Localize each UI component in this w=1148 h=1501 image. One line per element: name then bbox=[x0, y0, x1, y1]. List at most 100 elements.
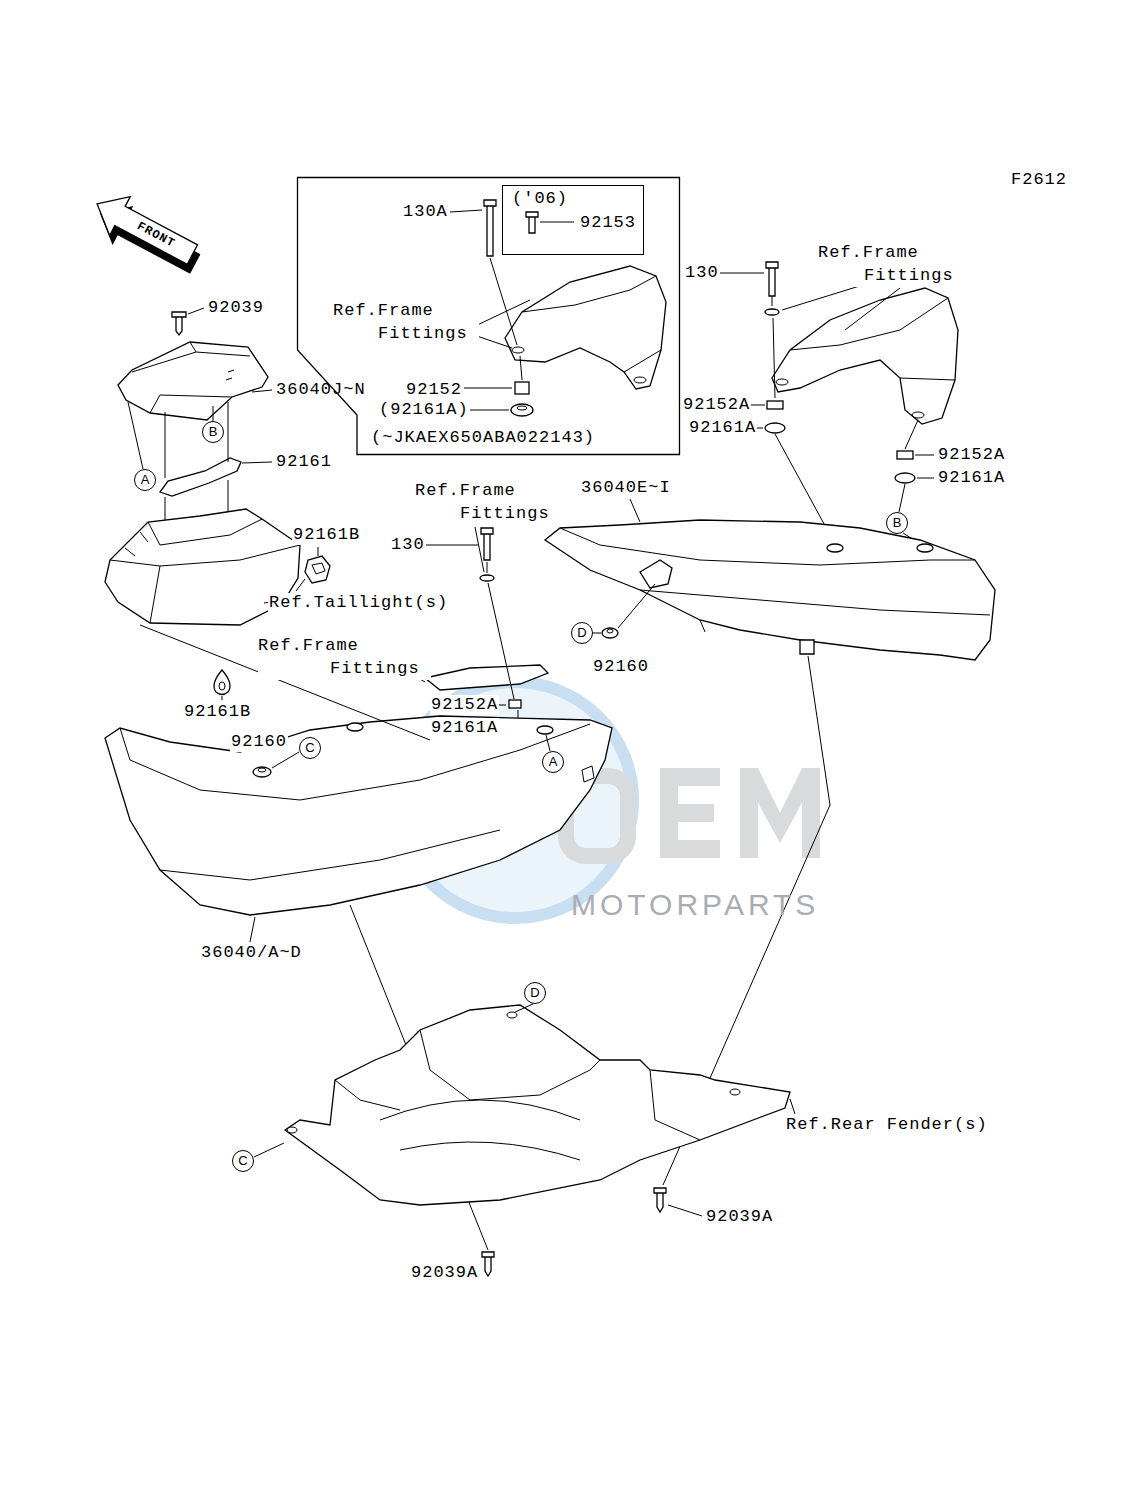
mount-hole bbox=[287, 1127, 297, 1133]
grommet bbox=[253, 767, 271, 777]
mount-bracket bbox=[640, 560, 672, 588]
rear-fender-detail bbox=[335, 1030, 700, 1160]
reference-letter: B bbox=[893, 516, 902, 530]
grommet bbox=[765, 423, 785, 433]
callout-number: 92152A bbox=[430, 695, 499, 715]
tail-cover bbox=[118, 342, 268, 420]
year-note: ('06) bbox=[511, 189, 569, 209]
grommet bbox=[214, 670, 230, 695]
bolt-hole bbox=[912, 412, 924, 418]
assembly-line bbox=[490, 258, 522, 380]
reference-circle: B bbox=[886, 512, 908, 534]
callout-number: 92161A bbox=[937, 468, 1006, 488]
frame-fitting bbox=[425, 665, 548, 690]
inset-border bbox=[298, 178, 680, 455]
collar bbox=[897, 451, 913, 459]
mount-hole bbox=[537, 726, 553, 734]
reference-note: Ref.Frame Fittings bbox=[415, 479, 561, 525]
collar bbox=[515, 382, 529, 394]
callout-number: 92153 bbox=[579, 213, 637, 233]
side-cover-mark bbox=[582, 766, 594, 782]
bracket-strip bbox=[160, 458, 241, 496]
grab-rail-detail bbox=[522, 276, 661, 372]
grommet-detail bbox=[517, 406, 527, 410]
reference-note: Ref.Frame Fittings bbox=[818, 241, 965, 287]
tail-cover-detail bbox=[132, 342, 250, 413]
grommet bbox=[305, 556, 330, 583]
callout-number: 92152A bbox=[682, 395, 751, 415]
reference-circle: A bbox=[134, 469, 156, 491]
callout-number: 92161B bbox=[183, 702, 252, 722]
rear-fender bbox=[285, 1005, 790, 1205]
assembly-line bbox=[165, 402, 228, 525]
bolt bbox=[526, 212, 538, 233]
front-arrow bbox=[83, 184, 208, 283]
reference-circle: A bbox=[542, 751, 564, 773]
bolt bbox=[484, 200, 496, 256]
callout-number: 92152 bbox=[405, 380, 463, 400]
callout-number: 36040/A~D bbox=[200, 943, 303, 963]
callout-number: 92161B bbox=[292, 525, 361, 545]
reference-letter: A bbox=[549, 755, 558, 769]
side-cover-detail bbox=[120, 724, 590, 880]
screw bbox=[172, 312, 186, 335]
grommet-detail bbox=[219, 682, 225, 690]
callout-number: 92161 bbox=[275, 452, 333, 472]
grommet-detail bbox=[258, 768, 266, 772]
side-cover bbox=[105, 716, 612, 915]
reference-letter: C bbox=[238, 1154, 247, 1168]
leader-line bbox=[400, 527, 540, 732]
screw bbox=[654, 1188, 666, 1212]
grommet-detail bbox=[312, 563, 325, 574]
grommet bbox=[895, 473, 915, 483]
inset-box: 130ARef.Frame Fittings92152(92161A)(~JKA… bbox=[297, 177, 680, 455]
serial-note: (~JKAEX650ABA022143) bbox=[370, 428, 596, 448]
grab-rail-detail bbox=[790, 298, 955, 380]
leader-line bbox=[720, 273, 934, 545]
watermark-text: MOTORPARTS bbox=[570, 887, 820, 923]
callout-number: 92161A bbox=[430, 718, 499, 738]
washer bbox=[480, 575, 494, 581]
side-cover-detail bbox=[560, 528, 990, 632]
callout-number: 92152A bbox=[937, 445, 1006, 465]
mount-hole bbox=[917, 544, 933, 552]
callout-number: 92039 bbox=[207, 298, 265, 318]
grab-rail bbox=[505, 266, 666, 389]
reference-letter: D bbox=[530, 986, 539, 1000]
callout-number: 92039A bbox=[705, 1207, 774, 1227]
callout-number: 130 bbox=[684, 263, 720, 283]
callout-number: 36040E~I bbox=[580, 478, 672, 498]
side-cover bbox=[545, 520, 995, 660]
reference-note: Ref.Rear Fender(s) bbox=[785, 1115, 989, 1135]
reference-letter: A bbox=[141, 473, 150, 487]
reference-circle: D bbox=[571, 622, 593, 644]
callout-number: 130A bbox=[402, 202, 449, 222]
reference-letter: B bbox=[209, 425, 218, 439]
bolt bbox=[766, 262, 778, 296]
grommet-detail bbox=[607, 629, 613, 633]
mount-hole bbox=[730, 1089, 740, 1095]
callout-number: 130 bbox=[390, 535, 426, 555]
bolt bbox=[481, 528, 493, 560]
reference-note: Ref.Frame Fittings bbox=[258, 634, 431, 680]
reference-circle: C bbox=[232, 1150, 254, 1172]
bolt-hole bbox=[634, 377, 646, 383]
screw bbox=[482, 1252, 494, 1276]
callout-number: 36040J~N bbox=[275, 380, 367, 400]
mount-hole bbox=[507, 1012, 517, 1018]
callout-number: 92160 bbox=[592, 657, 650, 677]
front-arrow-body bbox=[87, 184, 203, 274]
reference-circle: B bbox=[202, 421, 224, 443]
reference-letter: D bbox=[577, 626, 586, 640]
washer bbox=[765, 309, 779, 315]
callout-number: 92160 bbox=[230, 732, 288, 752]
watermark-letter-shape bbox=[660, 768, 720, 858]
mount-tab bbox=[800, 640, 814, 654]
watermark-letter-shape bbox=[740, 768, 820, 858]
leader-line bbox=[128, 308, 795, 1216]
callout-number: 92161A bbox=[688, 418, 757, 438]
reference-circle: C bbox=[299, 737, 321, 759]
